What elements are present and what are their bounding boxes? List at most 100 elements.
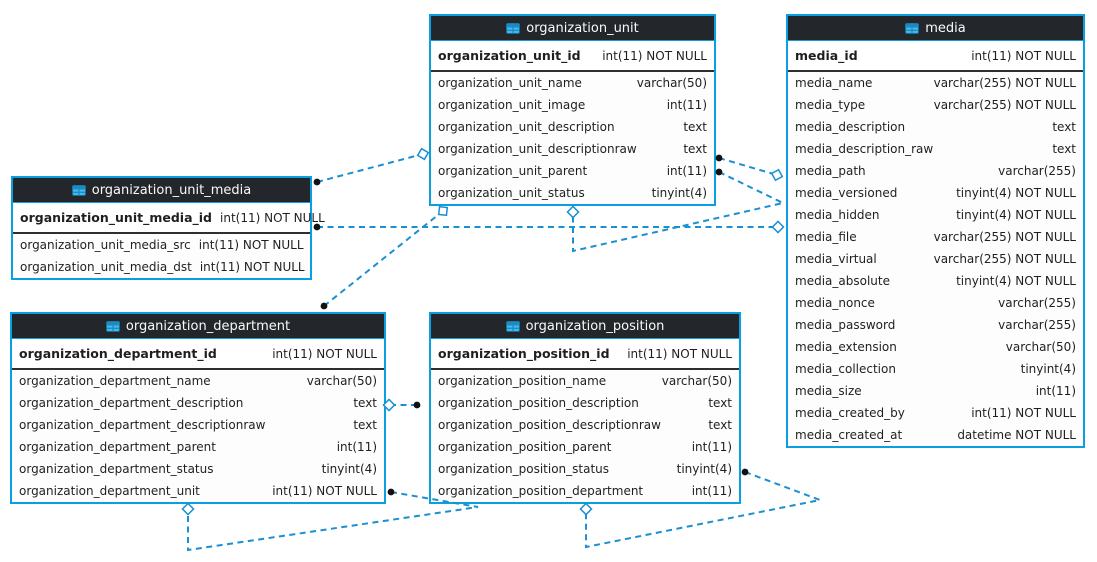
column-type: int(11) — [336, 440, 377, 454]
table-header-organization_position[interactable]: organization_position — [431, 314, 739, 339]
column-name: organization_position_parent — [438, 440, 612, 454]
column-row-organization_unit_media_src[interactable]: organization_unit_media_src int(11) NOT N… — [13, 234, 310, 256]
column-name: organization_unit_name — [438, 76, 582, 90]
relationship-line-fk-organization-unit-image-to-media[interactable] — [718, 157, 778, 176]
column-name: organization_department_descriptionraw — [19, 418, 266, 432]
column-row-organization_position_parent[interactable]: organization_position_parent int(11) — [431, 436, 739, 458]
table-icon — [505, 320, 520, 332]
column-name: organization_unit_media_dst — [20, 260, 192, 274]
relationship-dot-endpoint — [715, 168, 723, 176]
relationship-diamond-endpoint — [771, 220, 785, 234]
column-name: organization_unit_status — [438, 186, 585, 200]
column-name: media_name — [795, 76, 873, 90]
column-name: organization_department_parent — [19, 440, 216, 454]
table-icon — [105, 320, 120, 332]
column-type: text — [683, 142, 707, 156]
table-header-media[interactable]: media — [788, 16, 1083, 41]
table-header-organization_unit[interactable]: organization_unit — [431, 16, 714, 41]
column-type: tinyint(4) NOT NULL — [956, 208, 1076, 222]
column-type: int(11) NOT NULL — [198, 238, 304, 252]
column-name: media_id — [795, 48, 858, 63]
column-type: tinyint(4) — [321, 462, 377, 476]
column-name: organization_position_status — [438, 462, 610, 476]
relationship-dot-endpoint — [715, 154, 723, 162]
column-name: organization_department_id — [19, 346, 217, 361]
column-type: int(11) NOT NULL — [627, 346, 732, 361]
column-name: organization_unit_parent — [438, 164, 588, 178]
column-name: media_created_by — [795, 406, 905, 420]
column-type: int(11) — [691, 484, 732, 498]
column-type: varchar(255) — [998, 296, 1076, 310]
column-name: organization_position_description — [438, 396, 639, 410]
table-header-organization_unit_media[interactable]: organization_unit_media — [13, 178, 310, 203]
relationship-dot-endpoint — [413, 401, 421, 409]
column-type: tinyint(4) NOT NULL — [956, 274, 1076, 288]
column-type: varchar(50) — [306, 374, 377, 388]
relationship-dot-endpoint — [387, 488, 395, 496]
relationship-line-fk-organization-department-unit-to-organization-unit[interactable] — [323, 210, 444, 307]
column-name: organization_unit_media_id — [20, 210, 212, 225]
column-type: text — [1052, 142, 1076, 156]
relationship-line-fk-organization-unit-media-src-to-organization-unit[interactable] — [316, 153, 424, 183]
column-name: organization_unit_media_src — [20, 238, 191, 252]
table-header-organization_department[interactable]: organization_department — [12, 314, 384, 339]
column-type: tinyint(4) — [1020, 362, 1076, 376]
column-type: varchar(255) — [998, 318, 1076, 332]
relationship-dot-endpoint — [313, 178, 321, 186]
column-row-organization_department_parent[interactable]: organization_department_parent int(11) — [12, 436, 384, 458]
column-name: organization_department_unit — [19, 484, 200, 498]
column-name: media_created_at — [795, 428, 903, 442]
column-name: media_description — [795, 120, 906, 134]
column-type: varchar(255) NOT NULL — [933, 252, 1076, 266]
column-name: organization_position_name — [438, 374, 607, 388]
relationship-diamond-endpoint — [579, 502, 593, 516]
column-type: int(11) — [691, 440, 732, 454]
column-type: text — [683, 120, 707, 134]
column-name: media_size — [795, 384, 862, 398]
